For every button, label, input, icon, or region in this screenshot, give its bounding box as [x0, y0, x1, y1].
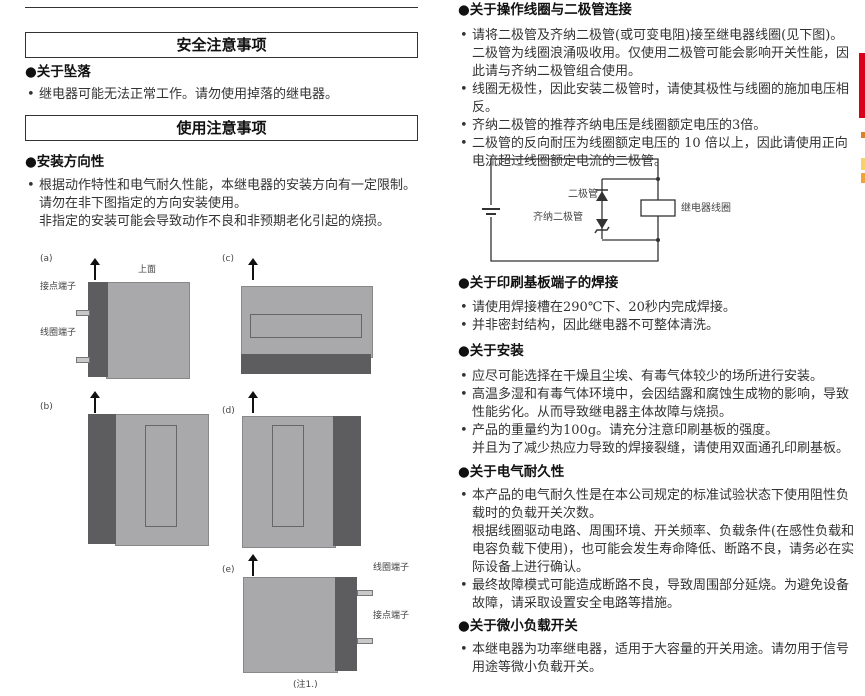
- edge-mark: [861, 173, 865, 183]
- orientation-bullet: 根据动作特性和电气耐久性能，本继电器的安装方向有一定限制。: [25, 177, 420, 195]
- up-arrow-icon: [90, 258, 100, 280]
- endurance-bullet: 本产品的电气耐久性是在本公司规定的标准试验状态下使用阻性负载时的负载开关次数。: [458, 487, 856, 523]
- coil-terminal-label-e: 线圈端子: [373, 563, 410, 573]
- soldering-bullet: 并非密封结构，因此继电器不可整体清洗。: [458, 317, 856, 335]
- endurance-bullet: 最终故障模式可能造成断路不良，导致周围部分延烧。为避免设备故障，请采取设置安全电…: [458, 577, 856, 613]
- safety-title: 安全注意事项: [25, 32, 418, 58]
- soldering-list: 请使用焊接槽在290℃下、20秒内完成焊接。 并非密封结构，因此继电器不可整体清…: [458, 299, 856, 335]
- diode-list: 请将二极管及齐纳二极管(或可变电阻)接至继电器线圈(见下图)。 二极管为线圈浪涌…: [458, 27, 856, 171]
- relay-b-base: [88, 414, 116, 544]
- relay-a: [106, 282, 190, 379]
- orientation-line: 请勿在非下图指定的方向安装使用。: [39, 196, 248, 211]
- edge-tab-red: [859, 53, 865, 118]
- relay-e-base: [335, 577, 357, 671]
- relay-pin: [357, 590, 373, 596]
- diode-circuit-diagram: [480, 158, 676, 262]
- relay-pin: [357, 638, 373, 644]
- orientation-heading: ●安装方向性: [25, 154, 105, 170]
- endurance-line: 根据线圈驱动电路、周围环境、开关频率、负载条件(在感性负载和电容负载下使用)，也…: [472, 524, 855, 575]
- label-a: (a): [40, 254, 53, 264]
- microload-heading: ●关于微小负载开关: [458, 618, 578, 634]
- relay-e: [243, 577, 338, 673]
- diode-icon: [596, 191, 608, 201]
- relay-c-label-plate: [250, 314, 362, 338]
- circuit-wire: [490, 158, 659, 262]
- install-bullet: 产品的重量约为100g。请充分注意印刷基板的强度。: [458, 422, 856, 440]
- zener-diode-icon: [596, 219, 608, 229]
- coil-label: 继电器线圈: [681, 203, 731, 214]
- label-d: (d): [222, 406, 235, 416]
- up-arrow-icon: [248, 258, 258, 280]
- orientation-line: 非指定的安装可能会导致动作不良和非预期老化引起的烧损。: [39, 214, 391, 229]
- install-line: 并且为了减少热应力导致的焊接裂缝，请使用双面通孔印刷基板。: [472, 441, 850, 456]
- edge-mark: [861, 132, 865, 138]
- relay-b-label-plate: [145, 425, 177, 527]
- up-arrow-icon: [248, 391, 258, 413]
- relay-d-base: [333, 416, 361, 546]
- edge-mark: [861, 158, 865, 170]
- label-b: (b): [40, 402, 53, 412]
- relay-pin: [76, 357, 90, 363]
- install-heading: ●关于安装: [458, 343, 524, 359]
- diode-label: 二极管: [568, 189, 598, 200]
- contact-terminal-label-e: 接点端子: [373, 611, 410, 621]
- fall-list: 继电器可能无法正常工作。请勿使用掉落的继电器。: [25, 86, 420, 104]
- orientation-text: 根据动作特性和电气耐久性能，本继电器的安装方向有一定限制。 请勿在非下图指定的方…: [25, 177, 420, 231]
- microload-list: 本继电器为功率继电器，适用于大容量的开关用途。请勿用于信号用途等微小负载开关。: [458, 641, 856, 677]
- diode-heading: ●关于操作线圈与二极管连接: [458, 2, 632, 18]
- fall-bullet: 继电器可能无法正常工作。请勿使用掉落的继电器。: [25, 86, 420, 104]
- relay-coil-symbol: [640, 199, 676, 217]
- coil-terminal-label: 线圈端子: [40, 328, 77, 338]
- usage-title: 使用注意事项: [25, 115, 418, 141]
- diode-bullet: 线圈无极性，因此安装二极管时，请使其极性与线圈的施加电压相反。: [458, 81, 856, 117]
- install-bullet: 高温多湿和有毒气体环境中，会因结露和腐蚀生成物的影响，导致性能劣化。从而导致继电…: [458, 386, 856, 422]
- diode-bullet: 二极管的反向耐压为线圈额定电压的 10 倍以上，因此请使用正向电流超过线圈额定电…: [458, 135, 856, 171]
- fall-heading: ●关于坠落: [25, 64, 91, 80]
- endurance-list: 本产品的电气耐久性是在本公司规定的标准试验状态下使用阻性负载时的负载开关次数。 …: [458, 487, 856, 613]
- figure-note: (注1.): [293, 680, 318, 690]
- label-c: (c): [222, 254, 234, 264]
- relay-a-base: [88, 282, 108, 377]
- microload-bullet: 本继电器为功率继电器，适用于大容量的开关用途。请勿用于信号用途等微小负载开关。: [458, 641, 856, 677]
- label-e: (e): [222, 565, 235, 575]
- relay-d-label-plate: [272, 425, 304, 527]
- endurance-heading: ●关于电气耐久性: [458, 464, 565, 480]
- zener-label: 齐纳二极管: [533, 212, 583, 223]
- up-arrow-icon: [90, 391, 100, 413]
- install-bullet: 应尽可能选择在干燥且尘埃、有毒气体较少的场所进行安装。: [458, 368, 856, 386]
- relay-b: [115, 414, 209, 546]
- top-rule: [25, 7, 418, 8]
- contact-terminal-label: 接点端子: [40, 282, 77, 292]
- up-arrow-icon: [248, 554, 258, 576]
- soldering-bullet: 请使用焊接槽在290℃下、20秒内完成焊接。: [458, 299, 856, 317]
- relay-c-base: [241, 354, 371, 374]
- diode-line: 二极管为线圈浪涌吸收用。仅使用二极管可能会影响开关性能，因此请与齐纳二极管组合使…: [472, 46, 850, 79]
- install-list: 应尽可能选择在干燥且尘埃、有毒气体较少的场所进行安装。 高温多湿和有毒气体环境中…: [458, 368, 856, 458]
- diode-bullet: 请将二极管及齐纳二极管(或可变电阻)接至继电器线圈(见下图)。: [458, 27, 856, 45]
- diode-bullet: 齐纳二极管的推荐齐纳电压是线圈额定电压的3倍。: [458, 117, 856, 135]
- top-face-label: 上面: [138, 265, 157, 275]
- relay-pin: [76, 310, 90, 316]
- soldering-heading: ●关于印刷基板端子的焊接: [458, 275, 619, 291]
- relay-d: [242, 416, 336, 548]
